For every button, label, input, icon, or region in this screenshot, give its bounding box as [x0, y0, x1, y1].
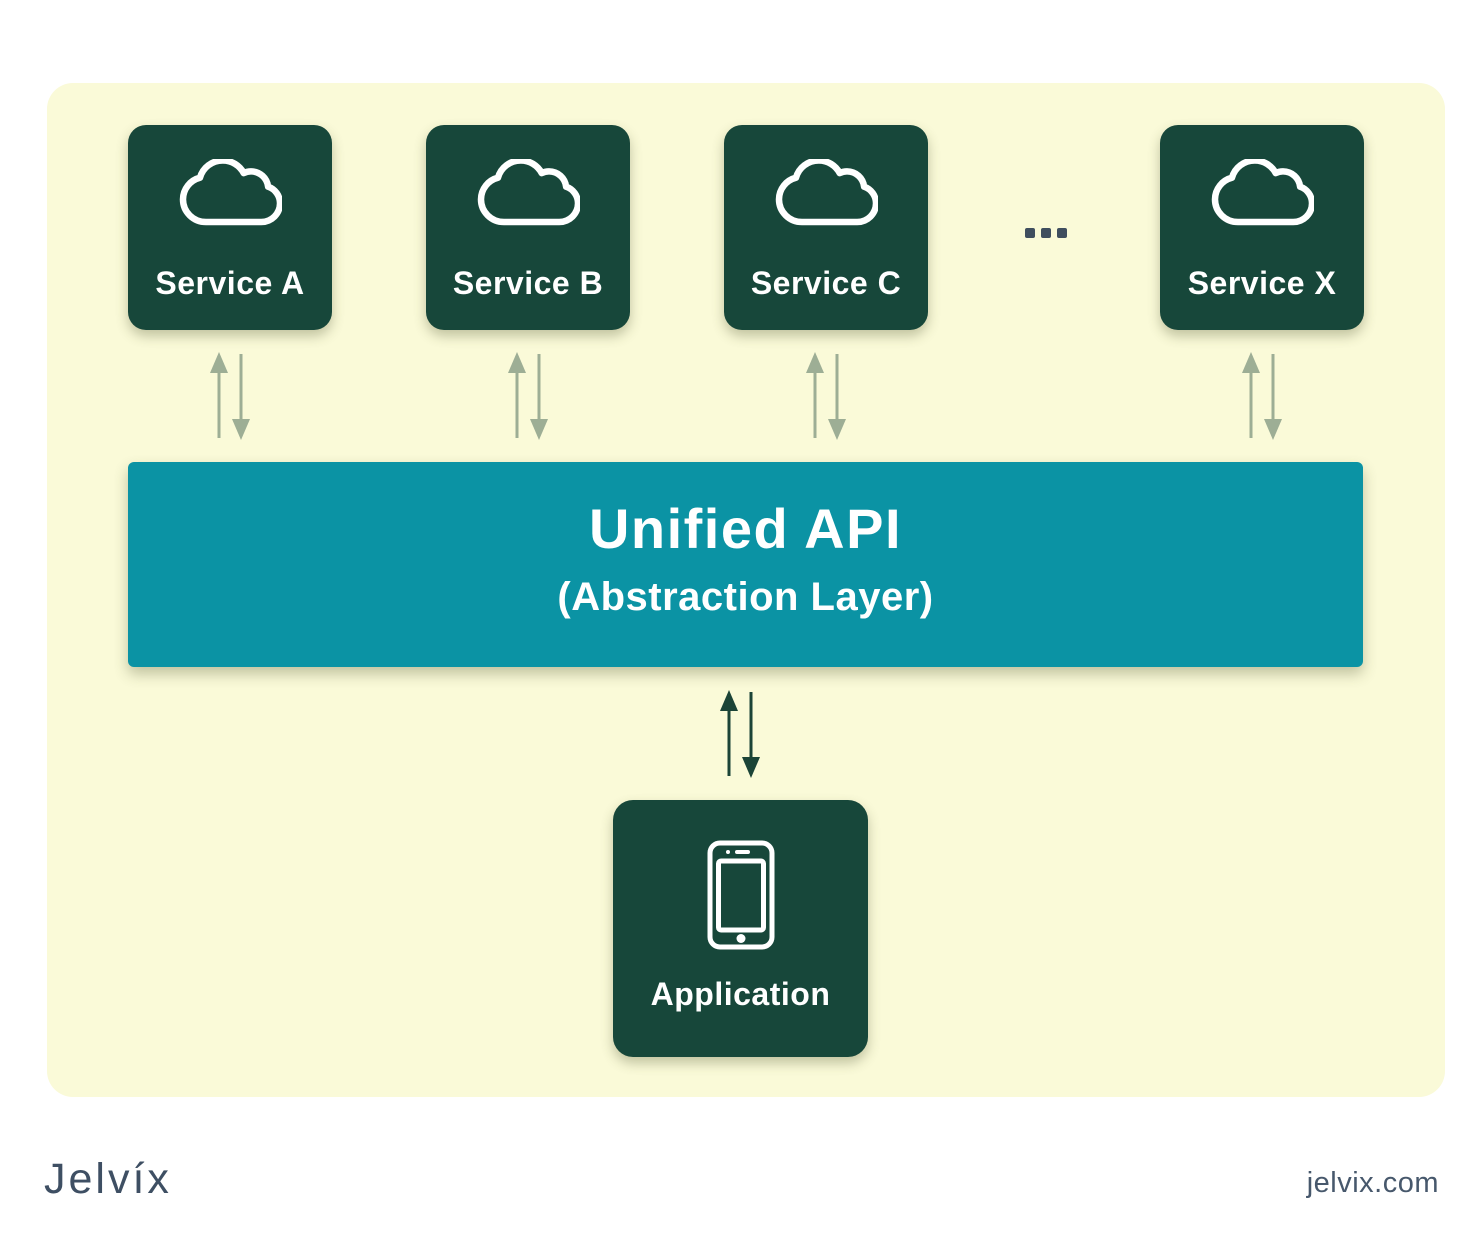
service-x-box: Service X: [1160, 125, 1364, 330]
cloud-icon: [179, 159, 282, 226]
service-label: Service X: [1187, 265, 1337, 301]
unified-api-bar: Unified API (Abstraction Layer): [128, 462, 1363, 667]
unified-api-title: Unified API: [588, 496, 903, 560]
service-b-box: Service B: [426, 125, 630, 330]
application-label: Application: [650, 976, 831, 1012]
website-url: jelvix.com: [1306, 1167, 1439, 1199]
service-c-box: Service C: [724, 125, 928, 330]
jelvix-logo: Jelvíx: [44, 1155, 172, 1203]
cloud-icon: [1211, 159, 1314, 226]
service-a-link-arrows: [210, 352, 250, 440]
service-b-link-arrows: [508, 352, 548, 440]
service-c-link-arrows: [806, 352, 846, 440]
service-label: Service B: [452, 265, 604, 301]
ellipsis-dot: [1041, 228, 1051, 238]
service-label: Service C: [750, 265, 902, 301]
application-link-arrows: [720, 690, 760, 778]
cloud-icon: [477, 159, 580, 226]
smartphone-icon: [707, 840, 774, 950]
ellipsis-icon: [1025, 228, 1067, 238]
ellipsis-dot: [1057, 228, 1067, 238]
service-x-link-arrows: [1242, 352, 1282, 440]
service-label: Service A: [155, 265, 305, 301]
service-a-box: Service A: [128, 125, 332, 330]
ellipsis-dot: [1025, 228, 1035, 238]
application-box: Application: [613, 800, 868, 1057]
cloud-icon: [775, 159, 878, 226]
unified-api-subtitle: (Abstraction Layer): [557, 575, 934, 620]
